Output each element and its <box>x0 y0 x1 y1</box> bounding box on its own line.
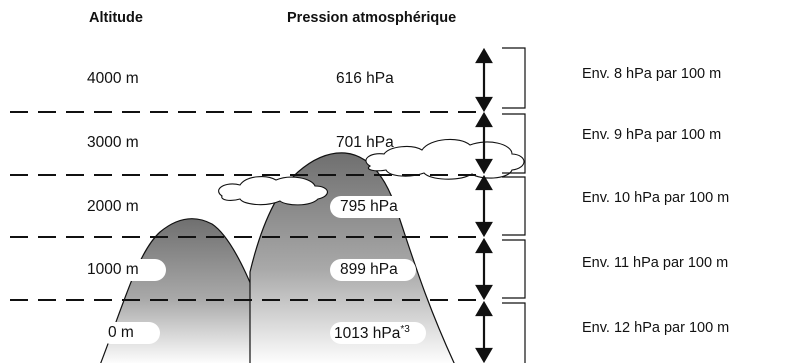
pressure-rate-label: Env. 10 hPa par 100 m <box>582 190 730 206</box>
pressure-label: 701 hPa <box>336 134 394 151</box>
arrow-up-icon <box>475 174 493 191</box>
arrow-up-icon <box>475 300 493 317</box>
footnote-marker: *3 <box>400 324 410 335</box>
pressure-label: 616 hPa <box>336 70 394 87</box>
arrow-up-icon <box>475 111 493 128</box>
pressure-label: 1013 hPa*3 <box>334 324 410 343</box>
pressure-rate-label: Env. 11 hPa par 100 m <box>582 255 729 271</box>
label-backgrounds <box>80 196 426 344</box>
pressure-label: 899 hPa <box>340 261 398 278</box>
pressure-rate-label: Env. 12 hPa par 100 m <box>582 320 730 336</box>
altitude-label: 4000 m <box>87 70 139 87</box>
level-lines <box>10 111 478 301</box>
interval-arrows <box>475 47 493 363</box>
interval-brackets <box>502 47 526 363</box>
arrow-up-icon <box>475 47 493 64</box>
pressure-value: 1013 hPa <box>334 325 401 343</box>
altitude-label: 1000 m <box>87 261 139 278</box>
altitude-label: 2000 m <box>87 198 139 215</box>
pressure-rate-label: Env. 9 hPa par 100 m <box>582 127 722 143</box>
pressure-label: 795 hPa <box>340 198 398 215</box>
arrow-down-icon <box>475 284 493 301</box>
altitude-label: 3000 m <box>87 134 139 151</box>
arrow-down-icon <box>475 96 493 113</box>
pressure-rate-label: Env. 8 hPa par 100 m <box>582 66 722 82</box>
pressure-header: Pression atmosphérique <box>287 10 457 26</box>
arrow-up-icon <box>475 237 493 254</box>
arrow-down-icon <box>475 347 493 363</box>
arrow-down-icon <box>475 158 493 175</box>
altitude-header: Altitude <box>89 10 143 26</box>
cloud-left <box>218 176 328 206</box>
arrow-down-icon <box>475 221 493 238</box>
altitude-label: 0 m <box>108 324 134 341</box>
